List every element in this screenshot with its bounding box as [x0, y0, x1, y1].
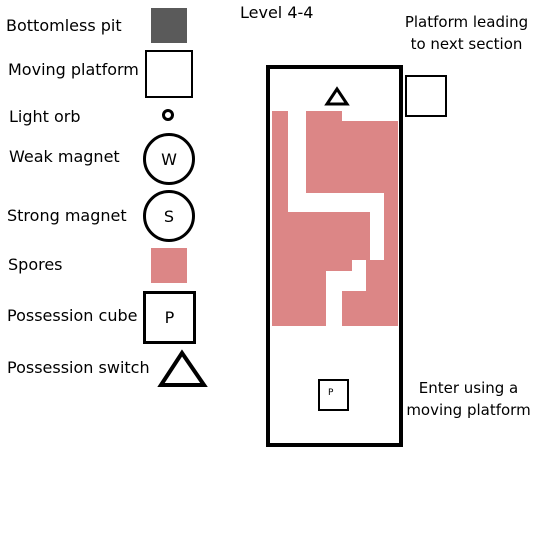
legend-label-moving-platform: Moving platform — [8, 60, 139, 79]
map-possession-cube — [318, 379, 349, 411]
gap-block — [326, 271, 342, 326]
strong-magnet-icon: S — [143, 190, 195, 242]
legend-label-weak-magnet: Weak magnet — [9, 147, 120, 166]
legend-label-spores: Spores — [8, 255, 63, 274]
gap-block — [370, 244, 384, 260]
map-cube-letter: P — [328, 388, 334, 398]
legend-label-possession-switch: Possession switch — [7, 358, 150, 377]
note-next-section: Platform leading to next section — [404, 13, 529, 53]
moving-platform-swatch — [145, 50, 193, 98]
spore-block — [342, 121, 398, 193]
weak-magnet-letter: W — [161, 149, 177, 169]
note-enter-platform: Enter using a moving platform — [406, 379, 531, 419]
next-section-platform — [405, 75, 447, 117]
legend-label-strong-magnet: Strong magnet — [7, 206, 127, 225]
legend-label-light-orb: Light orb — [9, 107, 81, 126]
light-orb-icon — [162, 109, 174, 121]
gap-block — [352, 260, 366, 271]
possession-cube-letter: P — [164, 308, 175, 327]
gap-block — [342, 271, 366, 291]
spore-block — [352, 244, 370, 260]
spore-block — [384, 193, 398, 326]
pit-swatch — [151, 8, 187, 43]
spores-swatch — [151, 248, 187, 283]
weak-magnet-icon: W — [143, 133, 195, 185]
possession-cube-icon: P — [143, 291, 196, 344]
map-possession-switch-icon — [324, 86, 350, 106]
spore-block — [272, 111, 288, 326]
strong-magnet-letter: S — [163, 206, 175, 226]
spore-block — [306, 111, 342, 193]
possession-switch-icon — [157, 349, 208, 387]
legend-label-possession-cube: Possession cube — [7, 306, 138, 325]
spore-block — [370, 260, 384, 326]
level-title: Level 4-4 — [240, 3, 314, 22]
legend-label-bottomless-pit: Bottomless pit — [6, 16, 122, 35]
spore-gap — [326, 244, 384, 326]
